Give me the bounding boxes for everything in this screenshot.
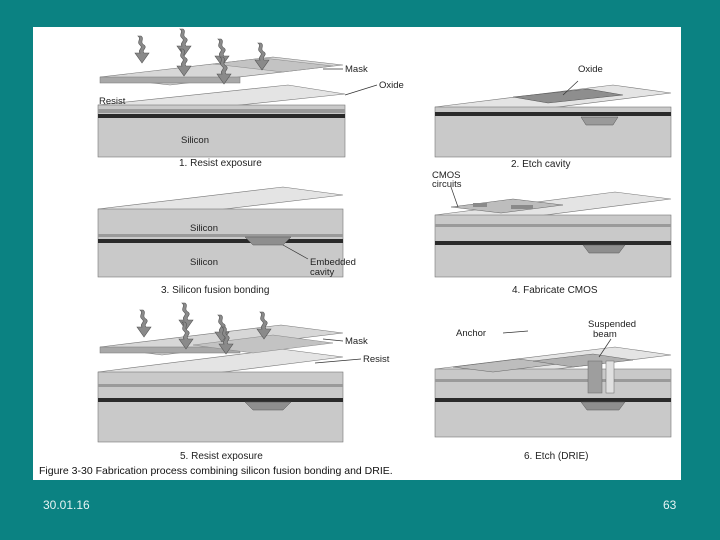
uv-arrow-icon xyxy=(136,309,152,338)
label-circuits: circuits xyxy=(432,179,462,190)
figure-caption: Figure 3-30 Fabrication process combinin… xyxy=(39,465,393,477)
label-cmos: CMOS xyxy=(432,170,461,181)
label-silicon: Silicon xyxy=(181,135,209,146)
uv-arrow-icon xyxy=(134,35,150,64)
step-caption: 5. Resist exposure xyxy=(180,451,263,462)
label-mask: Mask xyxy=(345,336,368,347)
panel-2-etch-cavity: Oxide 2. Etch cavity xyxy=(434,64,672,170)
label-cavity: cavity xyxy=(310,267,335,278)
panel-5-resist-exposure: Mask Resist 5. Resist exposure xyxy=(97,302,390,462)
label-oxide: Oxide xyxy=(379,80,404,91)
figure: Mask Oxide Resist Silicon 1. Resist expo… xyxy=(33,27,681,480)
step-caption: 2. Etch cavity xyxy=(511,159,570,170)
label-beam: beam xyxy=(593,329,617,340)
fabrication-diagram: Mask Oxide Resist Silicon 1. Resist expo… xyxy=(39,28,672,477)
panel-1-resist-exposure: Mask Oxide Resist Silicon 1. Resist expo… xyxy=(97,28,404,169)
label-mask: Mask xyxy=(345,64,368,75)
label-embedded: Embedded xyxy=(310,257,356,268)
panel-4-fabricate-cmos: CMOS circuits 4. Fabricate CMOS xyxy=(432,170,672,296)
step-caption: 1. Resist exposure xyxy=(179,158,262,169)
step-caption: 3. Silicon fusion bonding xyxy=(161,285,269,296)
label-oxide: Oxide xyxy=(578,64,603,75)
step-caption: 4. Fabricate CMOS xyxy=(512,285,598,296)
label-resist: Resist xyxy=(363,354,390,365)
footer-date: 30.01.16 xyxy=(43,498,90,512)
label-anchor: Anchor xyxy=(456,328,486,339)
label-silicon-top: Silicon xyxy=(190,223,218,234)
step-caption: 6. Etch (DRIE) xyxy=(524,451,588,462)
label-silicon-bottom: Silicon xyxy=(190,257,218,268)
panel-3-silicon-fusion-bonding: Silicon Silicon Embedded cavity 3. Silic… xyxy=(97,186,356,296)
label-suspended: Suspended xyxy=(588,319,636,330)
panel-6-etch-drie: Anchor Suspended beam 6. Etch (DRIE) xyxy=(434,319,672,462)
label-resist: Resist xyxy=(99,96,126,107)
page-number: 63 xyxy=(663,498,677,512)
